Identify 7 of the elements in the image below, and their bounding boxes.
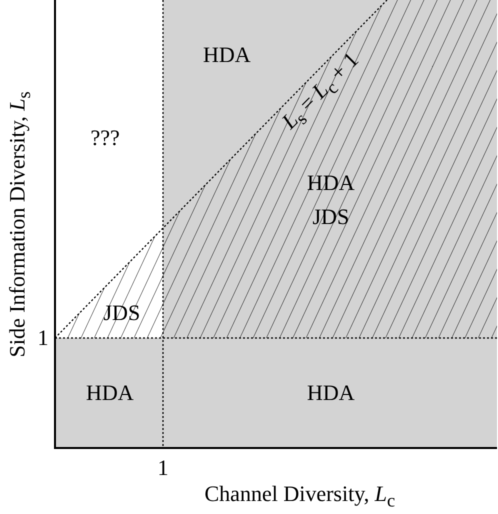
tick-label: 1 [158,457,168,479]
region-label: HDA [203,44,251,66]
axis-title: Channel Diversity, L$_{c}$ [204,482,396,510]
region-label: HDA [86,382,134,404]
region-label: HDA [307,382,355,404]
tick-label: 1 [38,327,48,349]
region-label: ??? [90,127,120,149]
